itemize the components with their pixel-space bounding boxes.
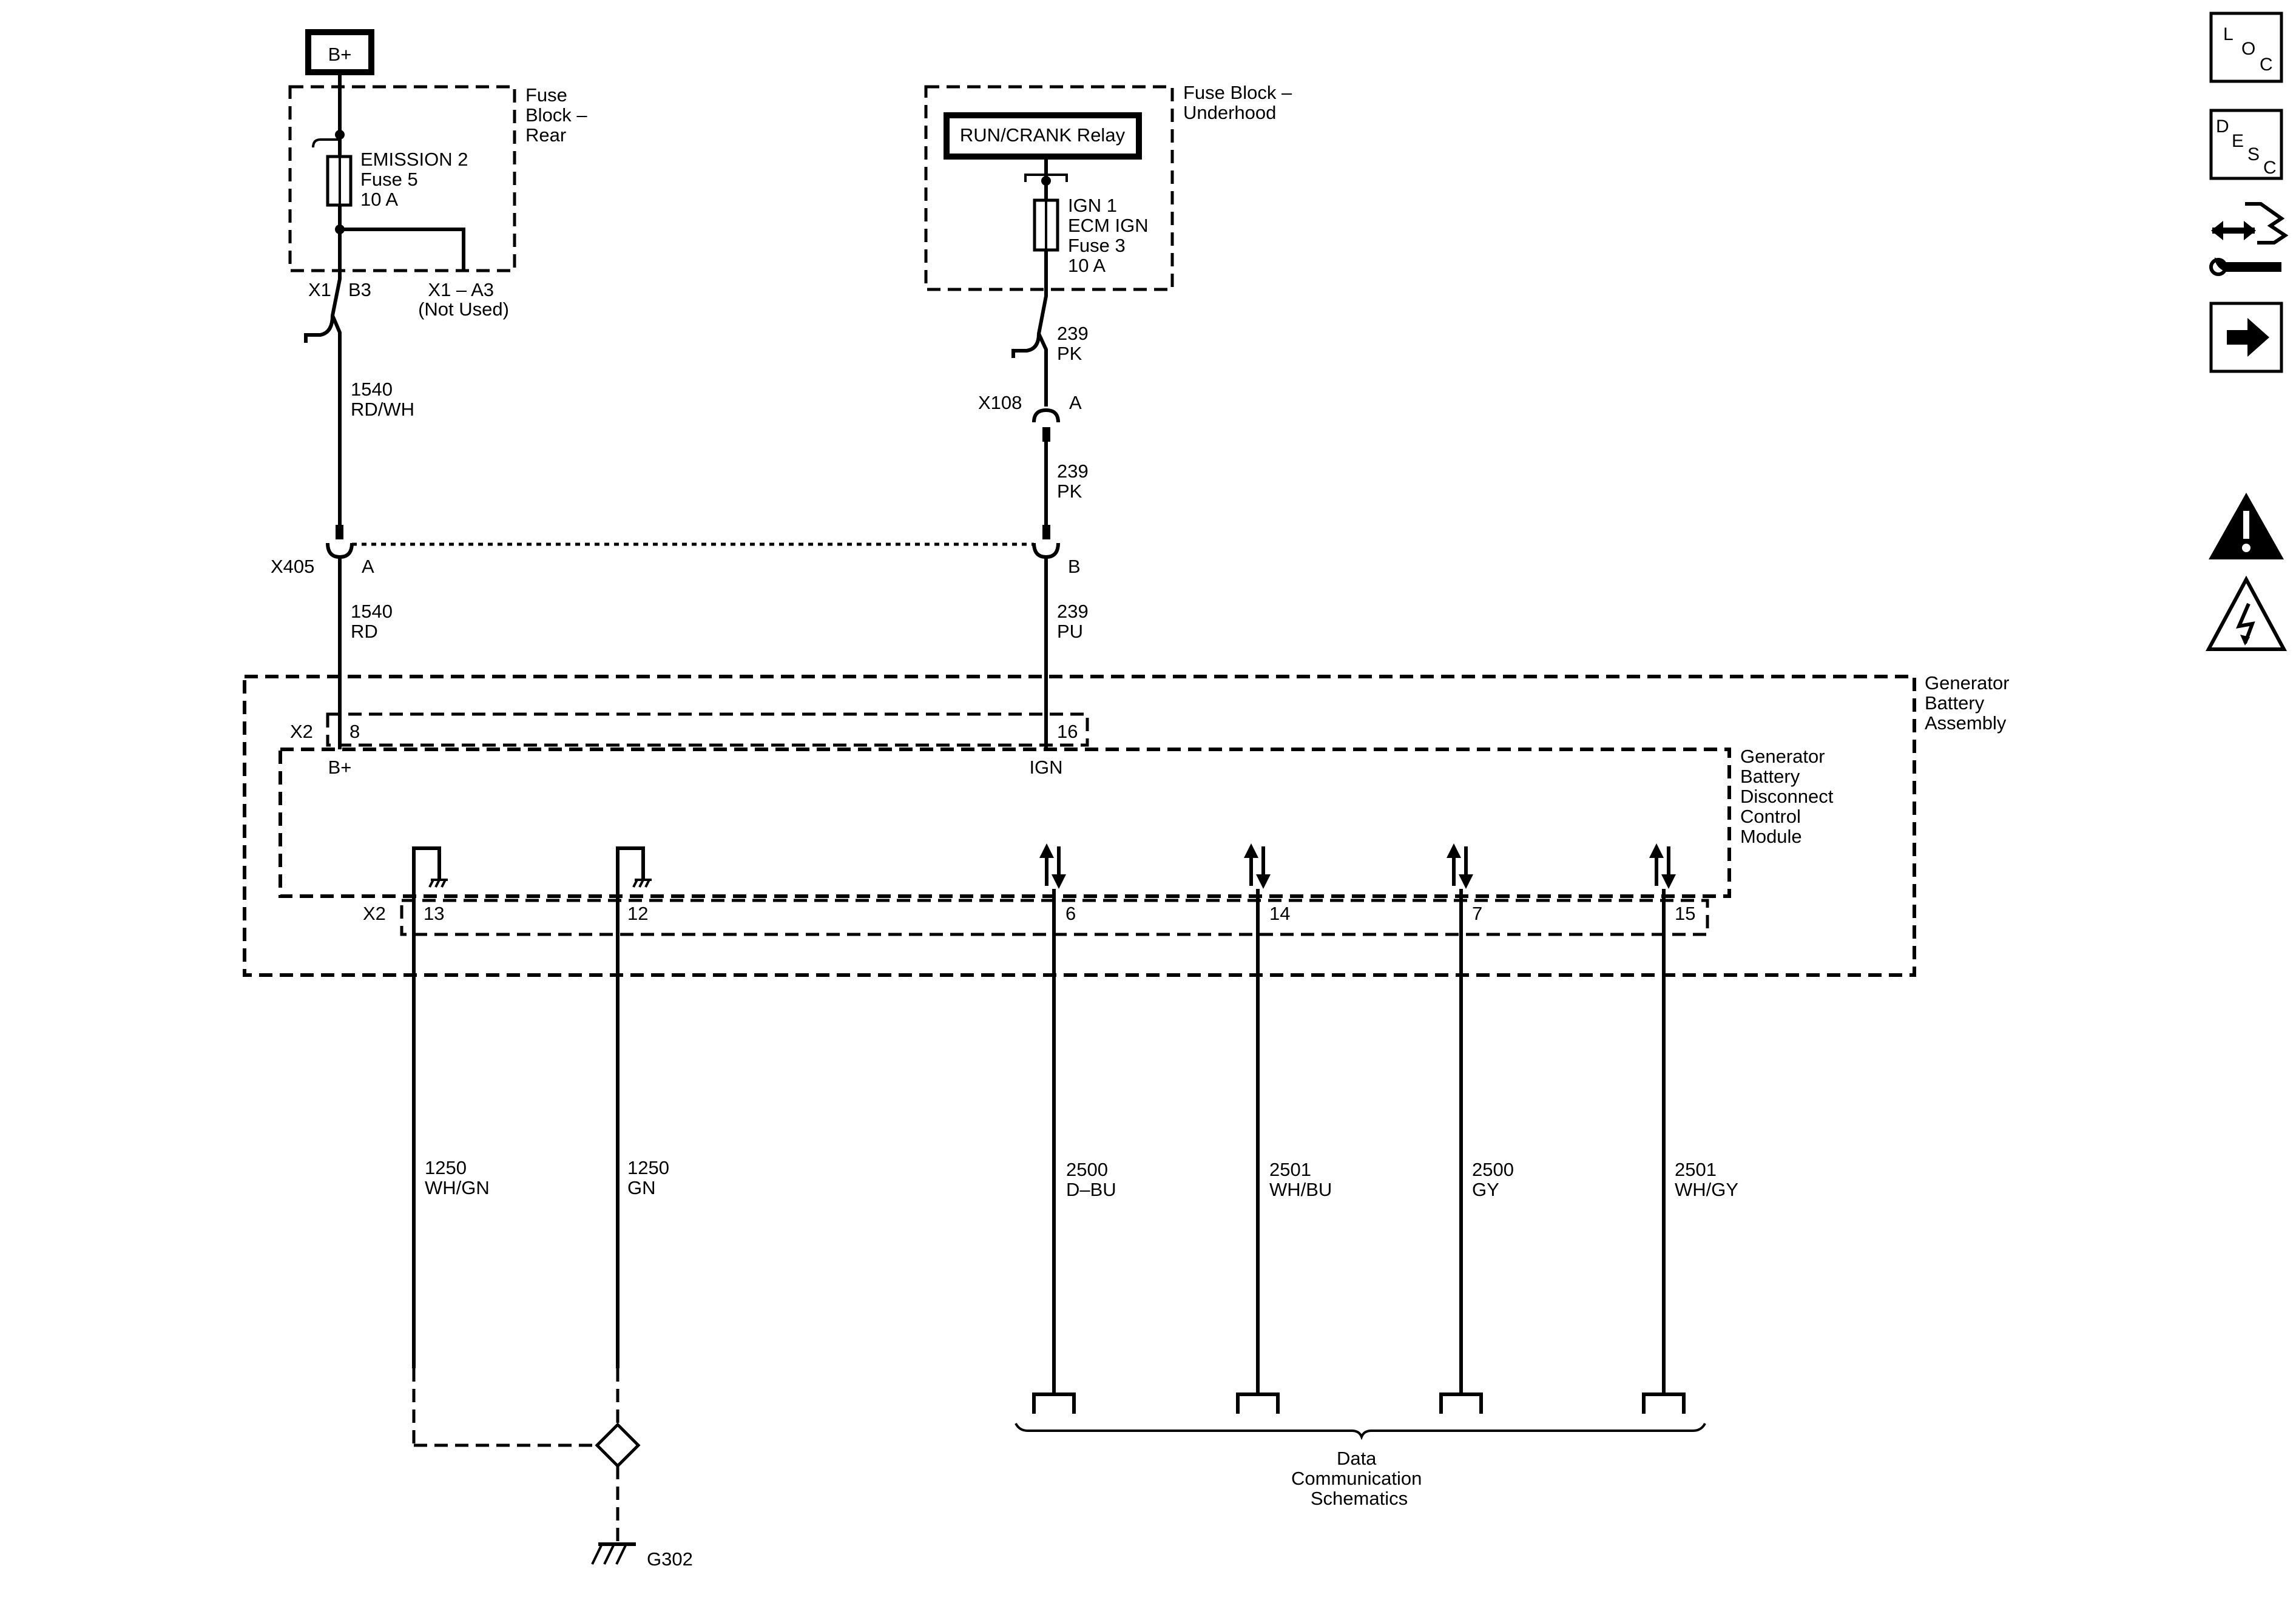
fuse-block-underhood-outline[interactable] (924, 85, 1174, 291)
bidirectional-arrow-7-icon (1447, 843, 1473, 889)
svg-text:S: S (2247, 144, 2260, 164)
generator-battery-assembly-outline[interactable] (243, 675, 1916, 977)
wire-1540-rdwh-label: 1540 RD/WH (351, 379, 414, 420)
x405-a-label: A (362, 556, 374, 577)
pin-12-label: 12 (627, 903, 648, 924)
svg-text:C: C (2260, 55, 2273, 75)
x405-label: X405 (271, 556, 314, 577)
pin-8-label: 8 (349, 721, 360, 742)
pin-6-label: 6 (1065, 903, 1076, 924)
data-terminals (1032, 1393, 1686, 1414)
fuse-block-underhood-label: Fuse Block – Underhood (1183, 82, 1297, 123)
ground-splice-diamond[interactable] (595, 1422, 641, 1468)
x2-top-label: X2 (290, 721, 313, 742)
module-ground-12-icon (616, 846, 652, 919)
data-comm-link[interactable]: Data Communication Schematics (1291, 1448, 1427, 1509)
x1-label: X1 (308, 279, 331, 300)
desc-button[interactable]: D E S C (2209, 109, 2283, 180)
loc-button[interactable]: L O C (2209, 12, 2283, 83)
pin-14-label: 14 (1269, 903, 1290, 924)
x2-bottom-label: X2 (363, 903, 386, 924)
svg-text:O: O (2241, 39, 2255, 59)
wire-239-pu-label: 239 PU (1057, 601, 1093, 642)
electrical-hazard-icon[interactable] (2205, 575, 2288, 651)
pin-15-label: 15 (1675, 903, 1695, 924)
run-crank-relay[interactable] (944, 112, 1142, 160)
wire-2500-gy-label: 2500 GY (1472, 1159, 1519, 1200)
warning-icon[interactable] (2209, 493, 2284, 559)
svg-text:C: C (2263, 158, 2277, 178)
svg-text:L: L (2223, 24, 2234, 44)
fuse-emission2-label: EMISSION 2 Fuse 5 10 A (360, 149, 473, 210)
fuse-block-rear-label: Fuse Block – Rear (525, 84, 592, 146)
gbdcm-outline[interactable] (279, 748, 1731, 898)
pin-bplus-label: B+ (328, 757, 352, 778)
pin-16-label: 16 (1057, 721, 1078, 742)
fuse-ign1-ecm-label: IGN 1 ECM IGN Fuse 3 10 A (1068, 195, 1153, 276)
pin-7-label: 7 (1472, 903, 1482, 924)
gbdcm-label: Generator Battery Disconnect Control Mod… (1740, 746, 1838, 847)
b3-label: B3 (348, 279, 371, 300)
ground-g302-icon[interactable] (591, 1542, 636, 1565)
connector-x405-a[interactable] (326, 542, 354, 559)
x108-label: X108 (978, 392, 1022, 413)
wire-1250-whgn-label: 1250 WH/GN (425, 1157, 490, 1198)
wire-239-pk-lower-label: 239 PK (1057, 461, 1093, 502)
ground-g302-label: G302 (647, 1548, 693, 1570)
splice-dot (335, 130, 345, 140)
run-crank-relay-label: RUN/CRANK Relay (960, 124, 1126, 146)
connector-wrench-icon[interactable] (2209, 202, 2289, 276)
data-comm-brace (1015, 1423, 1706, 1440)
connector-x108[interactable] (1032, 408, 1060, 423)
x1-a3-label: X1 – A3 (Not Used) (418, 279, 509, 320)
module-ground-13-icon (412, 846, 448, 919)
generator-battery-assembly-label: Generator Battery Assembly (1925, 672, 2014, 734)
fuse-block-rear-outline[interactable] (288, 85, 516, 272)
pin-ign-label: IGN (1029, 757, 1062, 778)
battery-source-label: B+ (328, 44, 352, 65)
pin-13-label: 13 (424, 903, 444, 924)
wire-1250-gn-label: 1250 GN (627, 1157, 675, 1198)
wire-1540-rd-label: 1540 RD (351, 601, 398, 642)
wire-2501-whbu-label: 2501 WH/BU (1269, 1159, 1332, 1200)
connector-fuse-block-underhood[interactable] (1011, 289, 1048, 358)
connector-x405-b[interactable] (1032, 542, 1060, 559)
bidirectional-arrow-14-icon (1244, 843, 1271, 889)
x108-a-label: A (1069, 392, 1082, 413)
wire-2501-whgy-label: 2501 WH/GY (1675, 1159, 1738, 1200)
svg-text:E: E (2232, 131, 2244, 151)
wire-239-pk-upper-label: 239 PK (1057, 323, 1093, 364)
bidirectional-arrow-6-icon (1039, 843, 1066, 889)
splice-tap-left (312, 138, 340, 148)
connector-x2-top[interactable] (326, 712, 1089, 747)
wire-2500-dbu-label: 2500 D–BU (1066, 1159, 1116, 1200)
next-arrow-button[interactable] (2209, 302, 2283, 373)
svg-text:D: D (2216, 116, 2229, 137)
x405-b-label: B (1068, 556, 1081, 577)
bidirectional-arrow-15-icon (1649, 843, 1676, 889)
